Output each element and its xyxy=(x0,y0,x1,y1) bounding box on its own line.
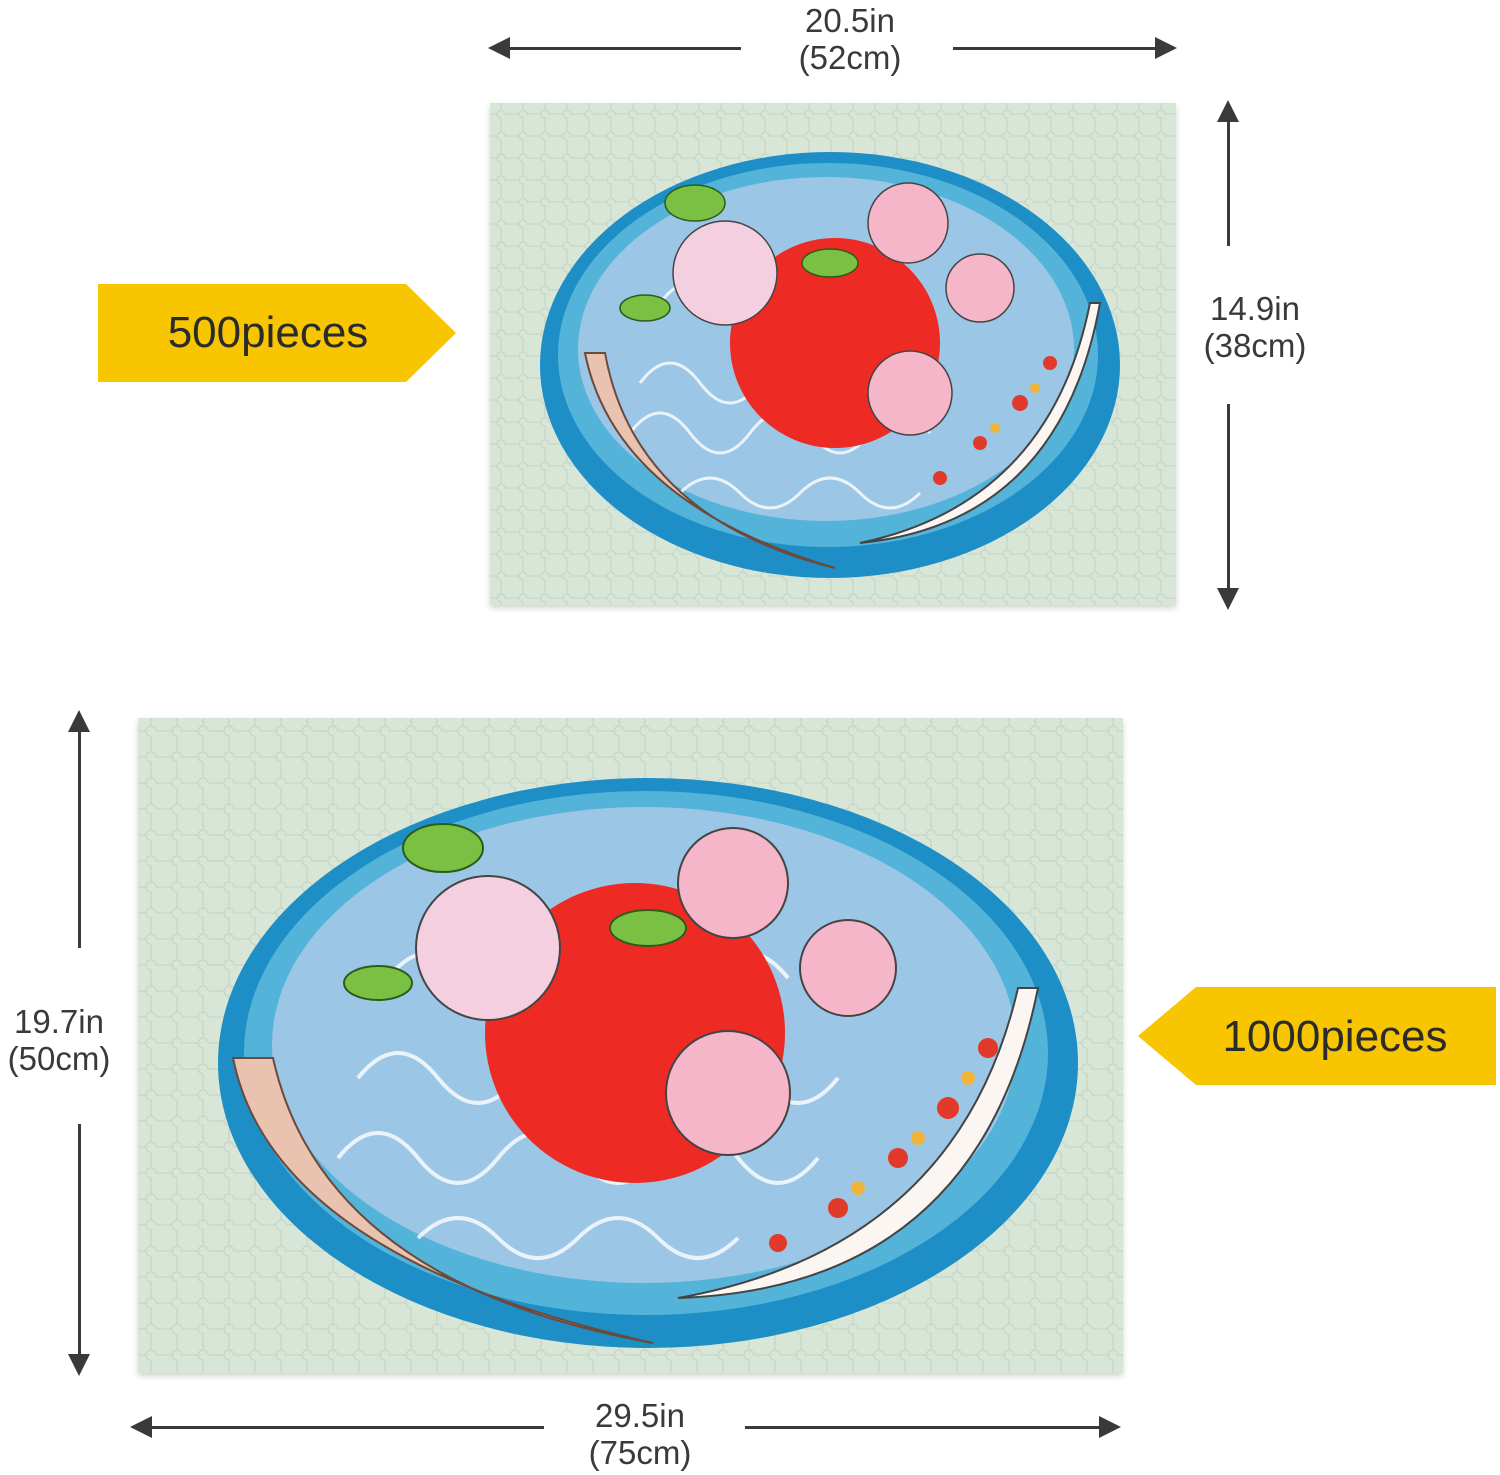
large-height-in: 19.7in xyxy=(14,1003,104,1040)
small-height-line-top xyxy=(1227,120,1230,246)
large-puzzle-image xyxy=(138,718,1123,1373)
large-width-label: 29.5in (75cm) xyxy=(560,1397,720,1471)
large-width-line-right xyxy=(745,1426,1101,1429)
small-height-arrow-down xyxy=(1217,588,1239,610)
large-width-line-left xyxy=(150,1426,544,1429)
small-height-cm: (38cm) xyxy=(1203,327,1307,364)
pieces-label-1000: 1000pieces xyxy=(1222,1012,1448,1061)
pieces-tag-500 xyxy=(98,284,456,382)
large-height-line-top xyxy=(78,730,81,948)
large-height-arrow-up xyxy=(68,710,90,732)
small-width-label: 20.5in (52cm) xyxy=(770,2,930,76)
large-koi-pond-art xyxy=(218,778,1078,1348)
small-height-label: 14.9in (38cm) xyxy=(1180,290,1330,364)
large-width-cm: (75cm) xyxy=(588,1434,692,1471)
small-width-cm: (52cm) xyxy=(798,39,902,76)
large-width-arrow-right xyxy=(1099,1416,1121,1438)
large-width-arrow-left xyxy=(130,1416,152,1438)
small-width-line-right xyxy=(953,47,1158,50)
large-height-line-bottom xyxy=(78,1124,81,1356)
small-height-in: 14.9in xyxy=(1210,290,1300,327)
small-puzzle-image xyxy=(490,103,1176,605)
small-koi-pond-art xyxy=(540,152,1120,578)
large-height-arrow-down xyxy=(68,1354,90,1376)
large-height-cm: (50cm) xyxy=(7,1040,111,1077)
pieces-label-500: 500pieces xyxy=(167,308,369,357)
small-width-in: 20.5in xyxy=(805,2,895,39)
large-height-label: 19.7in (50cm) xyxy=(0,1003,118,1077)
large-width-in: 29.5in xyxy=(595,1397,685,1434)
small-height-arrow-up xyxy=(1217,100,1239,122)
small-width-arrow-left xyxy=(488,37,510,59)
small-width-line-left xyxy=(508,47,741,50)
small-width-arrow-right xyxy=(1155,37,1177,59)
pieces-tag-1000 xyxy=(1138,987,1496,1085)
small-height-line-bottom xyxy=(1227,404,1230,590)
